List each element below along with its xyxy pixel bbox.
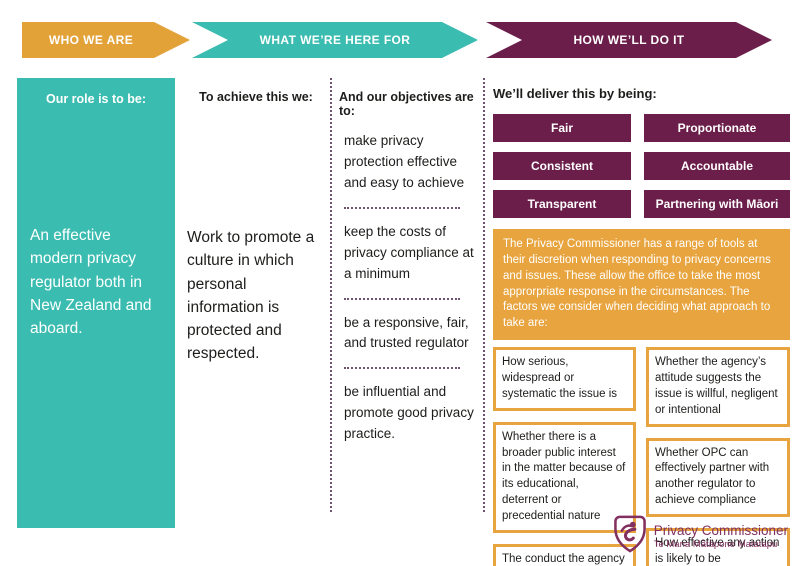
objectives-column: And our objectives are to: make privacy … [339, 78, 478, 458]
objective-item: be a responsive, fair, and trusted regul… [344, 314, 469, 351]
value-chip-proportionate: Proportionate [644, 114, 790, 142]
banner-step-label: WHO WE ARE [48, 33, 134, 47]
factor-box: The conduct the agency has displayed, eg… [493, 543, 636, 566]
deliver-column: We’ll deliver this by being: Fair Propor… [493, 78, 790, 566]
objective-item: keep the costs of privacy compliance at … [344, 223, 474, 281]
tools-note: The Privacy Commissioner has a range of … [493, 229, 790, 341]
banner-step-who-we-are: WHO WE ARE [22, 22, 190, 58]
banner-step-what-were-here-for: WHAT WE’RE HERE FOR [192, 22, 478, 58]
privacy-commissioner-logo: Privacy Commissioner Te Mana Mātāpono Ma… [613, 515, 788, 558]
role-body: An effective modern privacy regulator bo… [30, 227, 152, 337]
factors-right-column: Whether the agency’s attitude suggests t… [646, 347, 790, 566]
logo-subtitle: Te Mana Mātāpono Matatapu [653, 538, 778, 550]
deliver-heading: We’ll deliver this by being: [493, 86, 657, 101]
factor-box: How effective any action is likely to be [646, 528, 790, 566]
role-heading: Our role is to be: [45, 92, 146, 106]
achieve-column: To achieve this we: Work to promote a cu… [185, 78, 327, 528]
factors-left-column: How serious, widespread or systematic th… [493, 347, 636, 566]
factors-grid: How serious, widespread or systematic th… [493, 347, 790, 566]
banner-step-how-well-do-it: HOW WE’LL DO IT [486, 22, 772, 58]
dotted-divider-left [330, 78, 332, 512]
factor-box: Whether there is a broader public intere… [493, 421, 636, 533]
logo-name: Privacy Commissioner [653, 523, 788, 539]
value-chip-fair: Fair [493, 114, 631, 142]
dotted-divider-right [483, 78, 485, 512]
value-chip-transparent: Transparent [493, 190, 631, 218]
banner-step-label: HOW WE’LL DO IT [573, 33, 685, 47]
objective-item: be influential and promote good privacy … [344, 384, 474, 442]
dotted-separator [344, 206, 460, 209]
achieve-body: Work to promote a culture in which perso… [187, 229, 315, 363]
factor-box: Whether the agency’s attitude suggests t… [646, 347, 790, 427]
privacy-commissioner-shield-icon [613, 515, 647, 558]
value-chip-consistent: Consistent [493, 152, 631, 180]
factor-box: Whether OPC can effectively partner with… [646, 437, 790, 518]
achieve-heading: To achieve this we: [199, 90, 313, 104]
factor-box: How serious, widespread or systematic th… [493, 347, 636, 411]
role-panel: Our role is to be: An effective modern p… [17, 78, 175, 528]
banner-step-label: WHAT WE’RE HERE FOR [259, 33, 411, 47]
value-chip-accountable: Accountable [644, 152, 790, 180]
values-grid: Fair Proportionate Consistent Accountabl… [493, 114, 790, 218]
objective-item: make privacy protection effective and ea… [344, 133, 465, 190]
objectives-heading: And our objectives are to: [339, 90, 474, 118]
dotted-separator [344, 297, 460, 300]
logo-text: Privacy Commissioner Te Mana Mātāpono Ma… [654, 523, 788, 550]
dotted-separator [344, 367, 460, 370]
value-chip-partnering-with-maori: Partnering with Māori [644, 190, 790, 218]
